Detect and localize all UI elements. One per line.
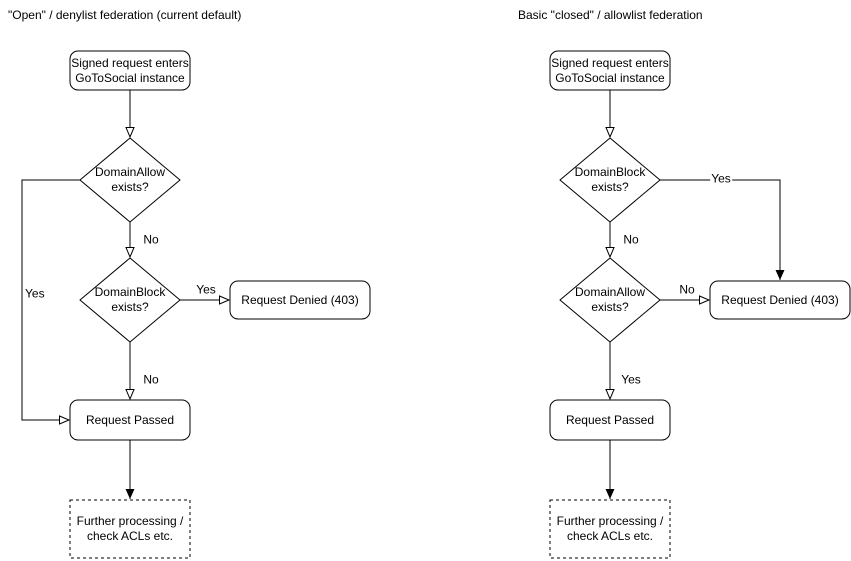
open-domainallow-decision	[79, 137, 181, 223]
open-request-passed-node	[69, 399, 191, 441]
closed-edge-domainblock-yes-to-denied	[660, 179, 785, 280]
closed-request-passed-node	[549, 399, 671, 441]
closed-request-denied-node	[709, 280, 851, 320]
closed-request-passed-label: Request Passed	[565, 412, 655, 427]
open-start-node	[69, 50, 191, 91]
open-domainblock-decision	[79, 257, 181, 343]
closed-domainallow-decision	[559, 257, 661, 343]
open-chart-title: "Open" / denylist federation (current de…	[8, 8, 242, 22]
closed-allow-no-label: No	[678, 282, 696, 297]
open-allow-no-label: No	[142, 232, 160, 247]
closed-request-denied-label: Request Denied (403)	[721, 292, 839, 307]
closed-domainblock-label: DomainBlock exists?	[574, 165, 646, 194]
open-further-processing-label: Further processing / check ACLs etc.	[76, 514, 184, 543]
open-further-processing-node	[69, 499, 191, 559]
closed-chart-title: Basic "closed" / allowlist federation	[518, 8, 703, 22]
closed-further-processing-node	[549, 499, 671, 559]
open-domainblock-label: DomainBlock exists?	[94, 285, 166, 314]
closed-allow-yes-label: Yes	[620, 372, 642, 387]
open-allow-yes-label: Yes	[24, 286, 46, 301]
closed-further-processing-label: Further processing / check ACLs etc.	[556, 514, 664, 543]
open-edge-domainallow-yes-to-passed	[21, 179, 80, 425]
open-block-no-label: No	[142, 372, 160, 387]
closed-start-label: Signed request enters GoToSocial instanc…	[551, 55, 669, 85]
closed-block-no-label: No	[622, 232, 640, 247]
open-start-label: Signed request enters GoToSocial instanc…	[71, 55, 189, 85]
closed-block-yes-label: Yes	[710, 171, 732, 186]
closed-domainallow-label: DomainAllow exists?	[574, 285, 646, 314]
open-request-passed-label: Request Passed	[85, 412, 175, 427]
open-request-denied-node	[229, 280, 371, 320]
open-domainallow-label: DomainAllow exists?	[94, 165, 166, 194]
open-request-denied-label: Request Denied (403)	[241, 292, 359, 307]
open-block-yes-label: Yes	[195, 282, 217, 297]
closed-start-node	[549, 50, 671, 91]
closed-domainblock-decision	[559, 137, 661, 223]
